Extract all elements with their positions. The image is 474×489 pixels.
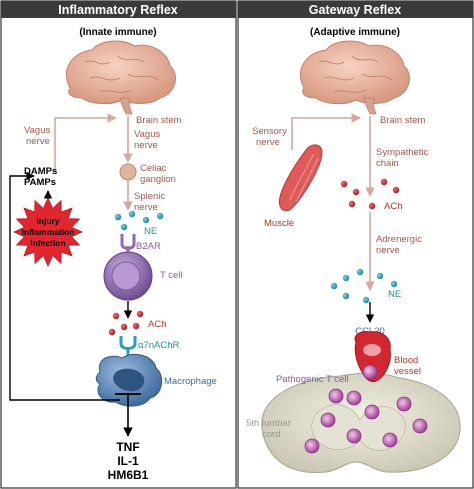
ach-dots-right	[340, 178, 400, 210]
feedback-loop-path	[9, 171, 120, 401]
sympathetic-label-1: Sympathetic	[376, 147, 429, 158]
ne-dots-right	[330, 268, 398, 304]
right-panel-title: Gateway Reflex	[309, 3, 401, 17]
vagus-afferent-path	[54, 113, 117, 172]
adrenergic-label-2: nerve	[376, 245, 400, 256]
injury-star-icon	[13, 197, 83, 267]
adrenergic-label-1: Adrenergic	[376, 234, 422, 245]
ne-dots-left	[114, 210, 164, 231]
right-brain-stem-label: Brain stem	[380, 115, 425, 126]
sensory-label-1: Sensory	[252, 126, 287, 137]
cytokine-tnf: TNF	[116, 440, 139, 454]
injury-label-1: Injury	[36, 216, 59, 226]
vagus-efferent-label-1: Vagus	[134, 129, 160, 140]
muscle-label: Muscle	[264, 218, 294, 229]
ne-label-left: NE	[144, 226, 157, 237]
sympathetic-label-2: chain	[376, 158, 399, 169]
a7nachr-label: α7nAChR	[138, 340, 180, 351]
ach-label-right: ACh	[384, 201, 402, 212]
left-header-bar	[1, 1, 236, 18]
lumbar-label-2: cord	[262, 429, 280, 440]
splenic-label-1: Splenic	[134, 191, 165, 202]
left-panel-title: Inflammatory Reflex	[58, 3, 178, 17]
blood-vessel-label-2: vessel	[394, 366, 421, 377]
vagus-afferent-label-1: Vagus	[24, 125, 50, 136]
vagus-afferent-label-2: nerve	[26, 136, 50, 147]
brain-icon	[65, 40, 176, 115]
muscle-icon	[278, 144, 323, 212]
cytokine-il1: IL-1	[117, 454, 139, 468]
macrophage-icon	[95, 353, 163, 407]
a7nachr-receptor-icon	[119, 336, 137, 356]
right-header-bar	[238, 1, 473, 18]
b2ar-label: B2AR	[136, 241, 161, 252]
right-panel-subtitle: (Adaptive immune)	[310, 27, 400, 38]
lumbar-label-1: 5th lumbar	[246, 418, 291, 429]
macrophage-label: Macrophage	[164, 376, 217, 387]
ach-label-left: ACh	[148, 319, 166, 330]
sensory-nerve-path	[291, 113, 361, 150]
pamps-label: PAMPs	[24, 177, 56, 188]
injury-label-2: Inflammation	[22, 227, 75, 237]
pathogenic-t-cells	[304, 364, 428, 454]
t-cell-icon	[103, 251, 153, 301]
splenic-label-2: nerve	[134, 202, 158, 213]
left-panel-subtitle: (Innate immune)	[79, 27, 156, 38]
pathogenic-t-cell-label: Pathogenic T cell	[276, 374, 349, 385]
celiac-label-1: Celiac	[140, 163, 167, 174]
ne-label-right: NE	[388, 289, 401, 300]
blood-vessel-label-1: Blood	[394, 355, 418, 366]
injury-label-3: Infection	[30, 238, 65, 248]
ach-dots-left	[108, 310, 144, 336]
celiac-label-2: ganglion	[140, 174, 176, 185]
damps-label: DAMPs	[24, 166, 57, 177]
celiac-ganglion-icon	[119, 163, 137, 181]
cytokine-hm6b1: HM6B1	[108, 468, 149, 482]
left-brain-stem-label: Brain stem	[136, 115, 181, 126]
t-cell-label: T cell	[160, 270, 183, 281]
spinal-cord-icon	[261, 372, 461, 474]
vagus-efferent-label-2: nerve	[134, 140, 158, 151]
sensory-label-2: nerve	[256, 137, 280, 148]
brain-icon-right	[299, 40, 410, 115]
